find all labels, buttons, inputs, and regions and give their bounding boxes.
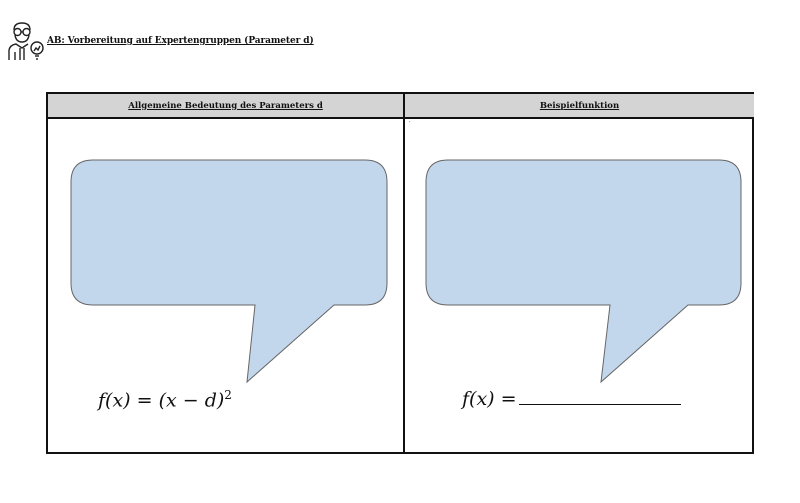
column-divider [403,94,405,452]
formula-blank-line[interactable] [518,388,681,405]
formula-general: f(x) = (x − d)2 [98,388,232,411]
formula-exponent: 2 [224,388,232,402]
column-header-example-function: Beispielfunktion [405,94,754,119]
formula-example-prefix: f(x) = [462,388,517,410]
stray-mark: ′ [409,121,411,128]
column-header-meaning: Allgemeine Bedeutung des Parameters d [48,94,403,119]
formula-example: f(x) = [462,388,681,410]
formula-general-base: f(x) = (x − d) [98,389,225,412]
worksheet-table: Allgemeine Bedeutung des Parameters d Be… [46,92,754,454]
page-title: AB: Vorbereitung auf Expertengruppen (Pa… [47,36,314,46]
scientist-lightbulb-icon [8,22,44,60]
speech-bubble-meaning[interactable] [70,159,388,384]
speech-bubble-example[interactable] [425,159,742,384]
